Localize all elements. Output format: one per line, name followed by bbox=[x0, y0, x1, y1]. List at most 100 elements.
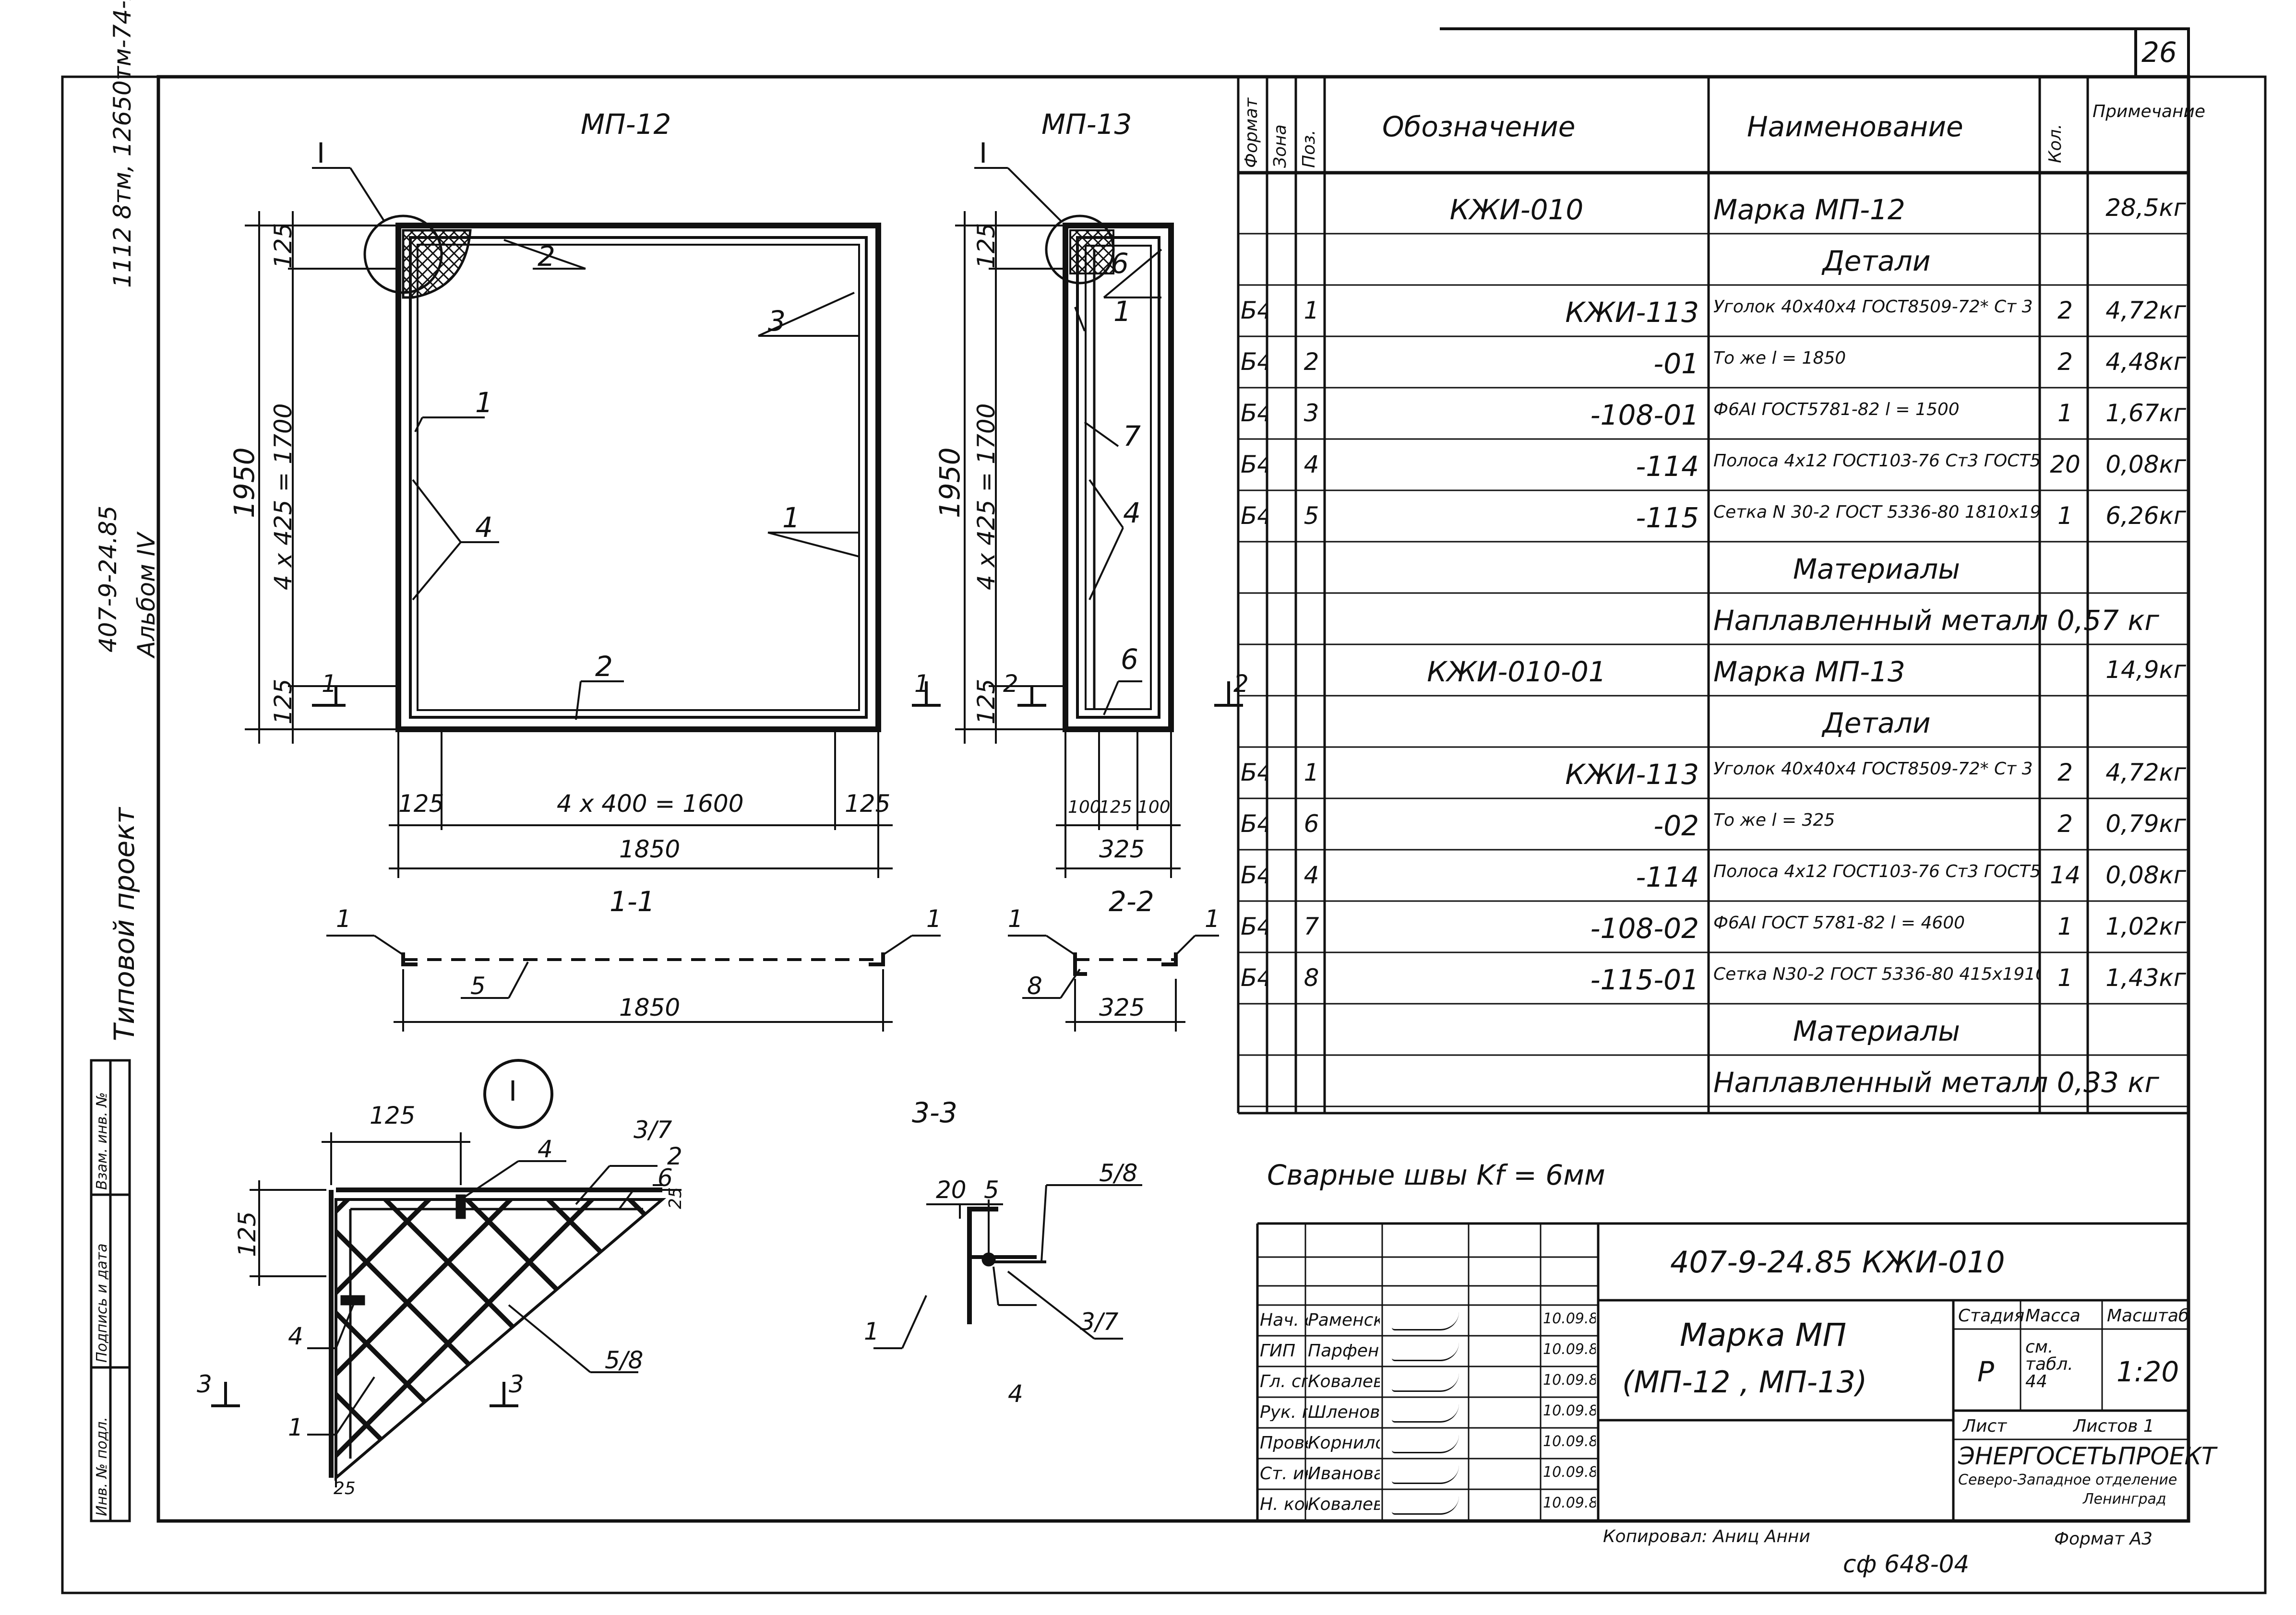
weld-note: Сварные швы Kf = 6мм bbox=[1267, 1159, 1605, 1191]
dim-325-sec: 325 bbox=[1099, 994, 1145, 1021]
dim-125-c: 125 bbox=[972, 678, 1000, 724]
spec-cell-qty: 1 bbox=[2057, 966, 2073, 990]
mp13-sec-mark-i: I bbox=[979, 137, 988, 169]
signer-date: 10.09.85 bbox=[1543, 1496, 1596, 1510]
spec-cell-designation: -02 bbox=[1653, 812, 1699, 840]
signer-role: ГИП bbox=[1260, 1342, 1296, 1360]
spec-cell-name: То же l = 325 bbox=[1713, 812, 1835, 829]
leader-4-left: 4 bbox=[475, 511, 493, 544]
signer-date: 10.09.85 bbox=[1543, 1312, 1596, 1326]
dim-125-right: 125 bbox=[845, 790, 891, 818]
mp12-sec-mark-i: I bbox=[317, 137, 325, 169]
s33-leader-1: 1 bbox=[864, 1318, 879, 1345]
dim-100b: 100 bbox=[1137, 797, 1171, 817]
sec22-leader-1a: 1 bbox=[1008, 905, 1023, 933]
det-leader-4-left: 4 bbox=[288, 1322, 303, 1350]
spec-cell-designation: -115 bbox=[1636, 504, 1699, 532]
s33-leader-4: 4 bbox=[1008, 1380, 1023, 1408]
spec-cell-name: Марка МП-12 bbox=[1713, 196, 1905, 224]
det-dim-25a: 25 bbox=[334, 1479, 356, 1498]
spec-cell-designation: -108-02 bbox=[1590, 914, 1699, 942]
spec-cell-pos: 1 bbox=[1303, 760, 1319, 784]
mass-label: Масса bbox=[2025, 1306, 2081, 1326]
spec-cell-designation: КЖИ-113 bbox=[1565, 760, 1699, 788]
sec22-leader-1b: 1 bbox=[1205, 905, 1220, 933]
spec-cell-name: Сетка N30-2 ГОСТ 5336-80 415x1910 bbox=[1713, 966, 2040, 983]
spec-cell-qty: 20 bbox=[2050, 452, 2081, 476]
side-col-replace: Взам. инв. № bbox=[94, 1092, 110, 1190]
mp13-leader-6-top: 6 bbox=[1111, 247, 1129, 280]
spec-cell-designation: КЖИ-113 bbox=[1565, 298, 1699, 326]
spec-cell-note: 0,08кг bbox=[2105, 863, 2186, 887]
spec-cell-qty: 1 bbox=[2057, 914, 2073, 938]
signer-role: Рук. гр. bbox=[1260, 1404, 1308, 1421]
scale-value: 1:20 bbox=[2117, 1355, 2179, 1388]
spec-cell-qty: 1 bbox=[2057, 401, 2073, 425]
org-name: ЭНЕРГОСЕТЬПРОЕКТ bbox=[1958, 1442, 2216, 1470]
spec-cell-name: Полоса 4x12 ГОСТ103-76 Ст3 ГОСТ535-79* l… bbox=[1713, 863, 2040, 880]
spec-cell-name: Сетка N 30-2 ГОСТ 5336-80 1810x1910 bbox=[1713, 504, 2040, 521]
det-sec-3a: 3 bbox=[197, 1370, 212, 1398]
spec-cell-designation: -108-01 bbox=[1590, 401, 1699, 429]
mp12-frame bbox=[363, 214, 881, 732]
dim-1950: 1950 bbox=[228, 447, 261, 518]
spec-cell-note: 28,5кг bbox=[2105, 196, 2186, 220]
det-sec-3b: 3 bbox=[509, 1370, 524, 1398]
signer-name: Иванова bbox=[1308, 1465, 1380, 1483]
signature-scribble bbox=[1392, 1496, 1459, 1515]
spec-cell-name: Ф6АI ГОСТ 5781-82 l = 4600 bbox=[1713, 914, 1965, 932]
spec-cell-name: Материалы bbox=[1793, 555, 1960, 583]
section-11 bbox=[326, 935, 941, 1032]
title-block-grid bbox=[1256, 1222, 2188, 1521]
spec-cell-name: Наплавленный металл 0,57 кг bbox=[1713, 606, 2159, 634]
leader-1-right: 1 bbox=[782, 501, 800, 534]
spec-cell-qty: 2 bbox=[2057, 760, 2073, 784]
signer-name: Парфенов bbox=[1308, 1342, 1380, 1360]
signature-scribble bbox=[1392, 1435, 1459, 1453]
dim-4x400: 4 x 400 = 1600 bbox=[557, 790, 744, 818]
mp13-dims bbox=[912, 167, 1243, 878]
spec-cell-note: 0,79кг bbox=[2105, 812, 2186, 836]
dim-125-top: 125 bbox=[269, 223, 297, 269]
org-city: Ленинград bbox=[2083, 1491, 2166, 1508]
spec-grid bbox=[1237, 77, 2188, 1115]
spec-cell-pos: 8 bbox=[1303, 966, 1319, 990]
sec-mark-1b: 1 bbox=[914, 670, 930, 698]
spec-cell-pos: 3 bbox=[1303, 401, 1319, 425]
sec11-leader-1a: 1 bbox=[336, 905, 351, 933]
spec-cell-designation: КЖИ-010-01 bbox=[1427, 658, 1606, 686]
spec-cell-pos: 4 bbox=[1303, 863, 1319, 887]
spec-header-name: Наименование bbox=[1747, 110, 1963, 143]
leader-2-top: 2 bbox=[538, 240, 555, 273]
signer-date: 10.09.85 bbox=[1543, 1435, 1596, 1449]
spec-row-lines bbox=[1238, 233, 2188, 1107]
dim-125-b: 125 bbox=[972, 223, 1000, 269]
org-division: Северо-Западное отделение bbox=[1958, 1472, 2177, 1488]
spec-cell-designation: КЖИ-010 bbox=[1449, 196, 1584, 224]
dim-1950-b: 1950 bbox=[933, 447, 966, 518]
det-leader-6: 6 bbox=[658, 1164, 673, 1192]
signer-name: Ковалев bbox=[1308, 1496, 1380, 1513]
mp13-leader-1: 1 bbox=[1113, 295, 1131, 328]
mass-value: см. табл. 44 bbox=[2025, 1337, 2073, 1391]
sheets-label: Листов 1 bbox=[2073, 1416, 2154, 1436]
signer-date: 10.09.85 bbox=[1543, 1465, 1596, 1480]
spec-cell-qty: 1 bbox=[2057, 504, 2073, 528]
section-33 bbox=[873, 1184, 1142, 1349]
s33-leader-58: 5/8 bbox=[1099, 1159, 1138, 1187]
spec-cell-name: Полоса 4x12 ГОСТ103-76 Ст3 ГОСТ535-79* l… bbox=[1713, 452, 2040, 470]
spec-cell-format: Б4 bbox=[1241, 863, 1267, 887]
spec-cell-designation: -01 bbox=[1653, 350, 1699, 378]
stage-label: Стадия bbox=[1958, 1306, 2025, 1326]
section-33-title: 3-3 bbox=[912, 1096, 957, 1129]
spec-cell-note: 4,72кг bbox=[2105, 760, 2186, 784]
spec-cell-designation: -115-01 bbox=[1590, 966, 1699, 994]
side-col-inv: Инв. № подл. bbox=[94, 1417, 110, 1516]
s33-dim-5: 5 bbox=[984, 1176, 999, 1204]
spec-cell-format: Б4 bbox=[1241, 966, 1267, 990]
spec-cell-name: Марка МП-13 bbox=[1713, 658, 1905, 686]
leader-2-bot: 2 bbox=[595, 650, 613, 683]
signer-role: Ст. инж. bbox=[1260, 1465, 1308, 1483]
spec-header-zone: Зона bbox=[1270, 124, 1290, 168]
